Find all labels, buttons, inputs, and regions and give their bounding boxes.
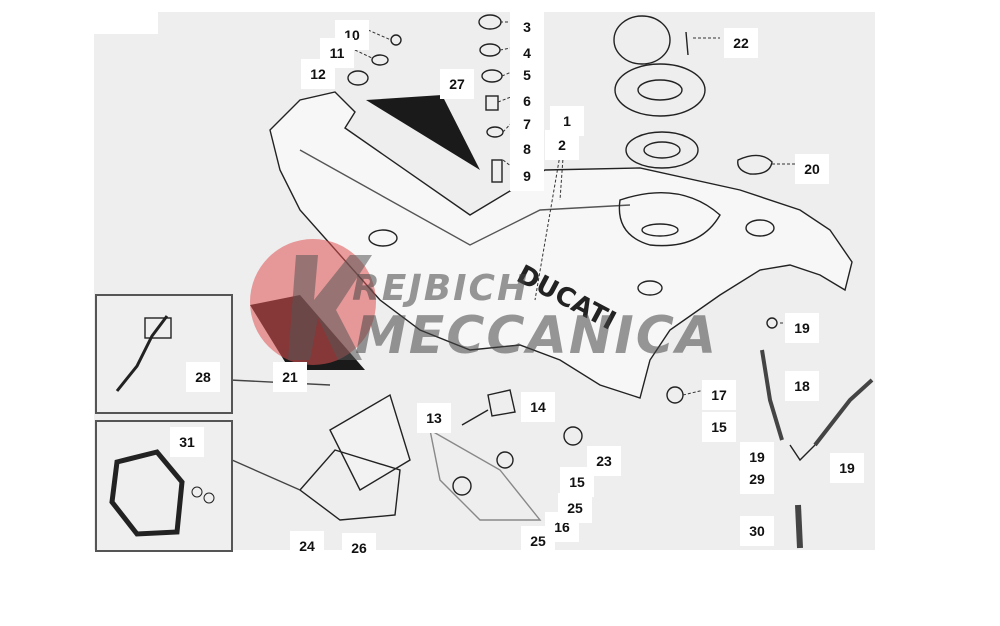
callout-29: 29: [740, 464, 774, 494]
part-19-clamp: [766, 317, 778, 329]
fuel-pump-body: [329, 393, 411, 491]
callout-30: 30: [740, 516, 774, 546]
part-4-ring: [479, 43, 501, 57]
callout-8: 8: [510, 134, 544, 164]
callout-13: 13: [417, 403, 451, 433]
callout-31: 31: [170, 427, 204, 457]
part-13-bolt: [461, 409, 489, 426]
callout-9: 9: [510, 161, 544, 191]
callout-12: 12: [301, 59, 335, 89]
fuel-tank-body: [269, 91, 853, 399]
part-25-bushing: [452, 476, 472, 496]
part-6-nut: [485, 95, 499, 111]
callout-2: 2: [545, 130, 579, 160]
part-29-connector: [789, 444, 816, 462]
callout-19-top: 19: [785, 313, 819, 343]
part-18-hose: [760, 349, 784, 441]
part-20-pad: [737, 154, 773, 175]
callout-11: 11: [320, 38, 354, 68]
tank-filler-hole: [641, 223, 679, 237]
inset-box-31: [95, 420, 233, 552]
part-22-bolt: [685, 31, 689, 56]
part-3-cap: [478, 14, 502, 30]
part-9-fitting: [491, 159, 503, 183]
fuel-pump-flange: [298, 449, 401, 521]
callout-5: 5: [510, 60, 544, 90]
callout-14: 14: [521, 392, 555, 422]
callout-19-right: 19: [830, 453, 864, 483]
part-7-grommet: [486, 126, 504, 138]
callout-21: 21: [273, 362, 307, 392]
watermark-text-line2: MECCANICA: [355, 306, 719, 366]
tank-seam-line: [299, 149, 631, 246]
callout-26: 26: [342, 533, 376, 563]
callout-15-upper: 15: [702, 412, 736, 442]
frame-section: [429, 428, 542, 521]
return-hose: [813, 378, 874, 447]
filler-flange: [625, 131, 699, 169]
sensor-connector-drawing: [115, 315, 172, 392]
callout-23: 23: [587, 446, 621, 476]
part-12-grommet: [347, 70, 369, 86]
filler-cap-lid: [613, 15, 671, 65]
callout-22: 22: [724, 28, 758, 58]
tank-filler-recess: [618, 192, 721, 247]
callout-24: 24: [290, 531, 324, 561]
watermark-text-line1: REJBICH: [352, 268, 530, 309]
part-11-washer: [371, 54, 389, 66]
inset-31-connector: [231, 459, 301, 491]
callout-18: 18: [785, 371, 819, 401]
callout-25-lower: 25: [521, 526, 555, 556]
part-5-washer: [481, 69, 503, 83]
part-17-clip: [666, 386, 684, 404]
pump-gasket-drawing: [109, 449, 215, 537]
callout-17: 17: [702, 380, 736, 410]
part-14-bracket: [487, 389, 516, 417]
callout-28: 28: [186, 362, 220, 392]
callout-15-lower: 15: [560, 467, 594, 497]
callout-20: 20: [795, 154, 829, 184]
watermark-logo-k: [288, 255, 372, 360]
panel-corner-notch: [94, 12, 158, 34]
part-27-pad: [366, 95, 480, 170]
part-30-hose: [795, 504, 803, 549]
tank-breather-fitting: [368, 229, 398, 247]
part-23-oring: [563, 426, 583, 446]
tank-lower-opening: [637, 280, 663, 296]
tank-side-opening: [745, 219, 775, 237]
callout-27: 27: [440, 69, 474, 99]
callout-3: 3: [510, 12, 544, 42]
callout-25-upper: 25: [558, 493, 592, 523]
part-10-screw: [390, 34, 402, 46]
filler-cap: [614, 63, 706, 117]
inset-box-28: [95, 294, 233, 414]
